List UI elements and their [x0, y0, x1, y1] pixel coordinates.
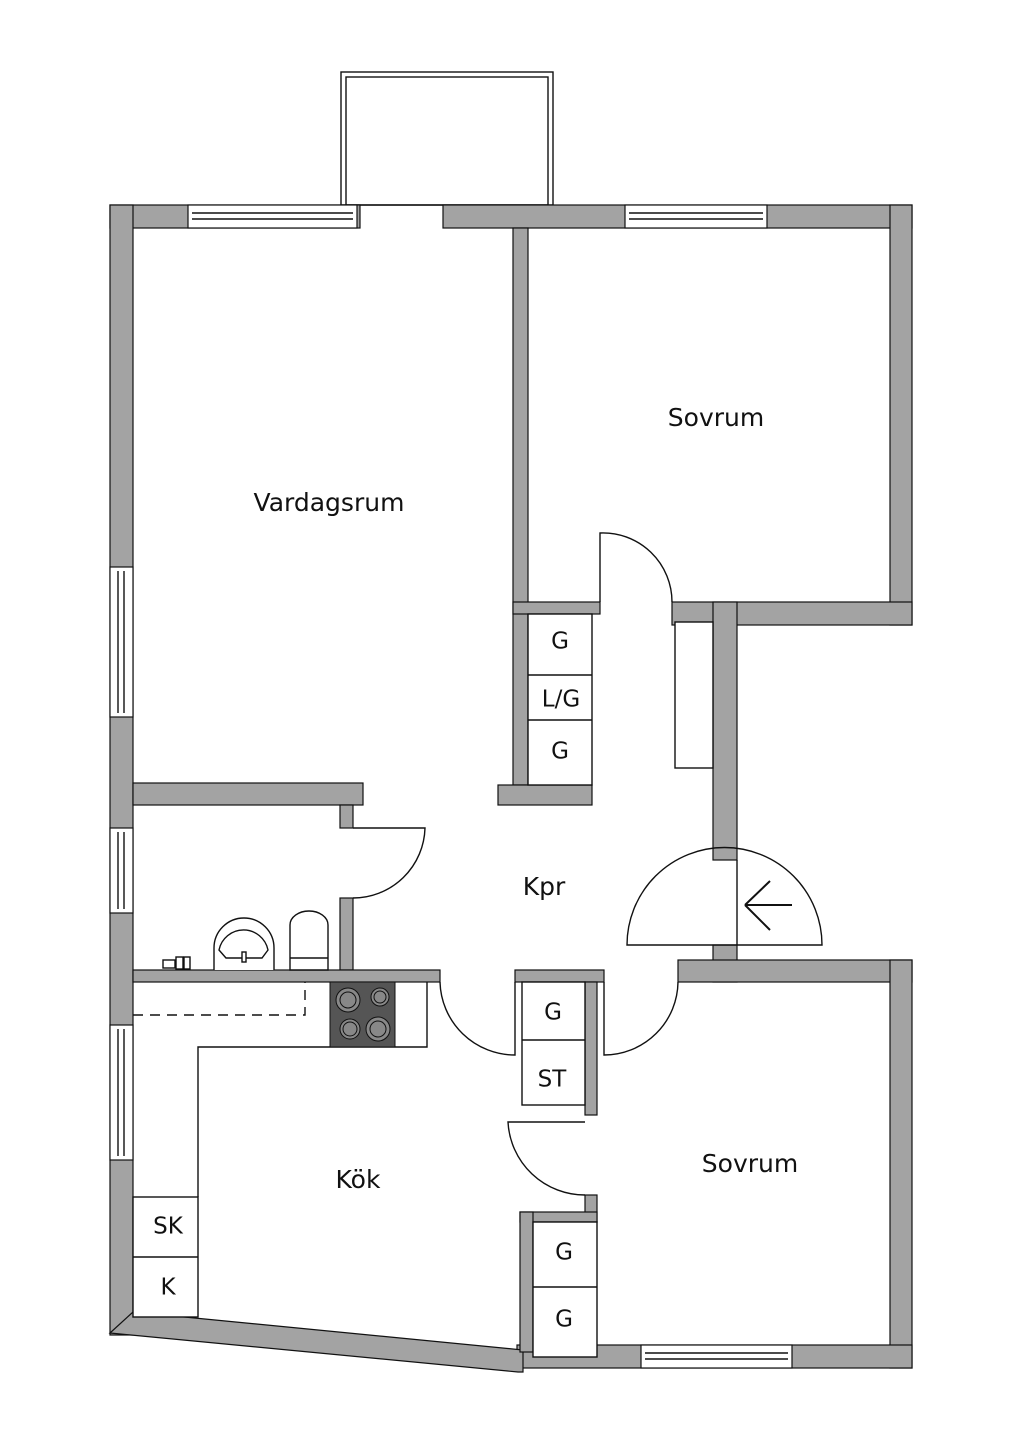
room-label-bedroom-top: Sovrum	[668, 403, 764, 432]
walls	[108, 204, 913, 1373]
entrance-door	[626, 846, 823, 946]
storage-label: L/G	[542, 687, 580, 713]
entrance-arrow-icon	[744, 880, 792, 931]
room-label-living-room: Vardagsrum	[254, 488, 405, 517]
storage-label: G	[544, 1000, 562, 1026]
toilet-icon	[289, 910, 329, 971]
room-label-bedroom-bottom: Sovrum	[702, 1149, 798, 1178]
storage-label: ST	[538, 1067, 568, 1093]
doors	[352, 532, 823, 1196]
balcony	[340, 71, 554, 206]
room-label-kitchen: Kök	[336, 1165, 381, 1194]
storage-label: K	[160, 1275, 176, 1301]
hall-wardrobe	[674, 621, 714, 769]
closets	[132, 613, 714, 1358]
storage-label: G	[551, 739, 569, 765]
faucet-icon	[162, 956, 191, 970]
storage-label: G	[555, 1240, 573, 1266]
windows	[109, 204, 793, 1369]
door-bedroom-kitchen	[507, 1121, 586, 1196]
door-kitchen	[439, 981, 516, 1056]
door-bedroom-bottom	[603, 981, 679, 1056]
sink-icon	[213, 917, 275, 970]
storage-label: G	[551, 629, 569, 655]
door-bathroom	[352, 827, 426, 899]
storage-label: G	[555, 1307, 573, 1333]
room-label-hallway: Kpr	[523, 872, 566, 901]
storage-label: SK	[153, 1214, 184, 1240]
bathroom-fixtures	[162, 910, 329, 971]
door-bedroom-top	[599, 532, 673, 603]
kitchen-counter	[133, 981, 428, 1197]
